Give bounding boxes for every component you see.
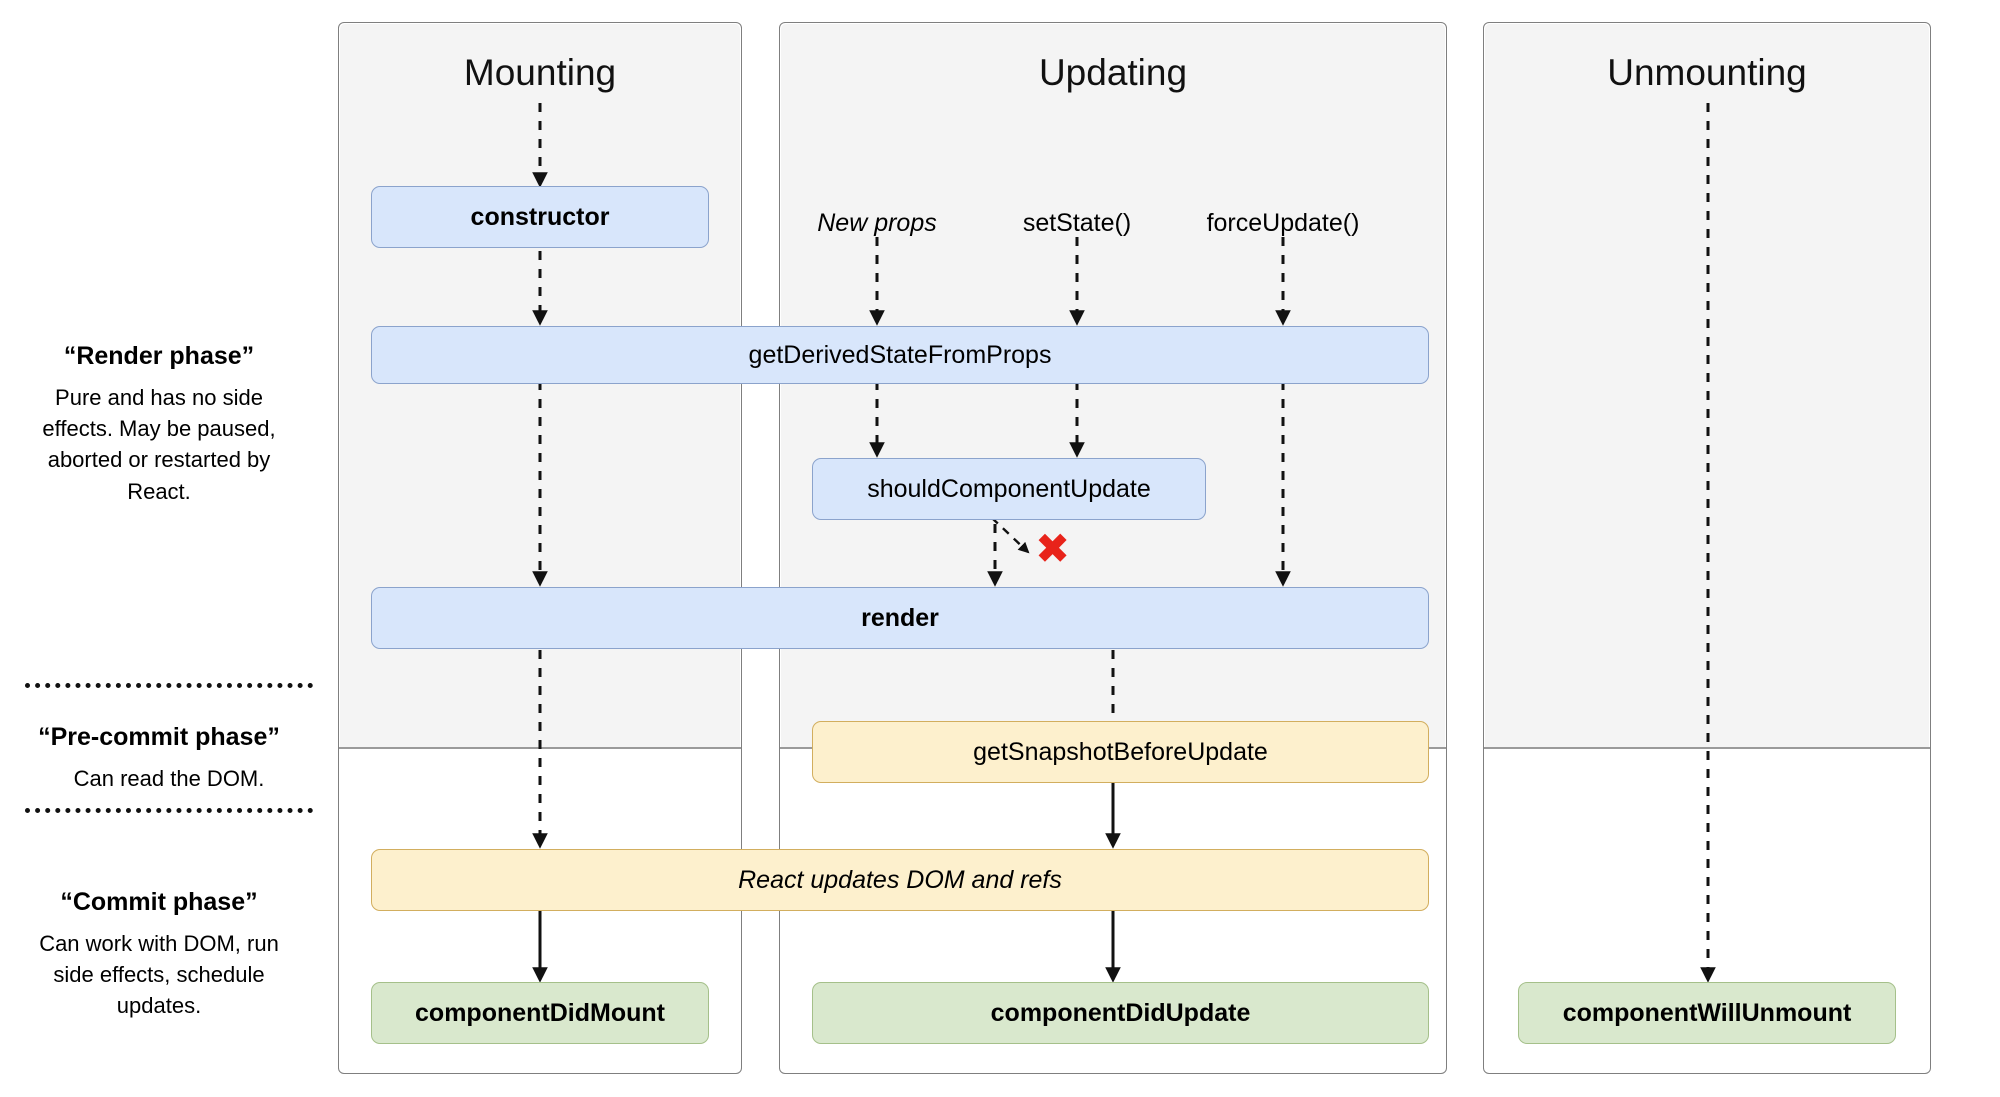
phase-label-commit: “Commit phase”: [60, 888, 258, 916]
column-title-unmounting: Unmounting: [1607, 52, 1807, 93]
lifecycle-box-get-snapshot-before-update[interactable]: getSnapshotBeforeUpdate: [812, 721, 1429, 783]
trigger-label-force-update: forceUpdate(): [1206, 209, 1360, 237]
phase-label-render: “Render phase”: [63, 342, 255, 370]
lifecycle-box-component-did-mount[interactable]: componentDidMount: [371, 982, 709, 1044]
trigger-label-set-state: setState(): [1022, 209, 1132, 237]
phase-divider-mounting: [339, 747, 741, 749]
lifecycle-box-should-component-update[interactable]: shouldComponentUpdate: [812, 458, 1206, 520]
lifecycle-box-component-did-update[interactable]: componentDidUpdate: [812, 982, 1429, 1044]
lifecycle-box-constructor[interactable]: constructor: [371, 186, 709, 248]
column-title-updating: Updating: [1038, 52, 1188, 93]
abort-x-icon: ✖: [1035, 524, 1071, 573]
column-gray-region-unmounting: [1485, 24, 1929, 747]
column-title-mounting: Mounting: [463, 52, 617, 93]
phase-separator-bottom: [25, 808, 313, 813]
lifecycle-box-get-derived-state-from-props[interactable]: getDerivedStateFromProps: [371, 326, 1429, 384]
phase-divider-unmounting: [1484, 747, 1930, 749]
lifecycle-box-react-updates-dom-and-refs: React updates DOM and refs: [371, 849, 1429, 911]
phase-label-pre-commit: “Pre-commit phase”: [38, 723, 280, 751]
phase-description-commit: Can work with DOM, run side effects, sch…: [39, 931, 279, 1019]
phase-description-render: Pure and has no side effects. May be pau…: [42, 385, 276, 504]
lifecycle-box-render[interactable]: render: [371, 587, 1429, 649]
phase-separator-top: [25, 683, 313, 688]
phase-description-pre-commit: Can read the DOM.: [73, 766, 265, 791]
lifecycle-box-component-will-unmount[interactable]: componentWillUnmount: [1518, 982, 1896, 1044]
trigger-label-new-props: New props: [817, 209, 937, 237]
